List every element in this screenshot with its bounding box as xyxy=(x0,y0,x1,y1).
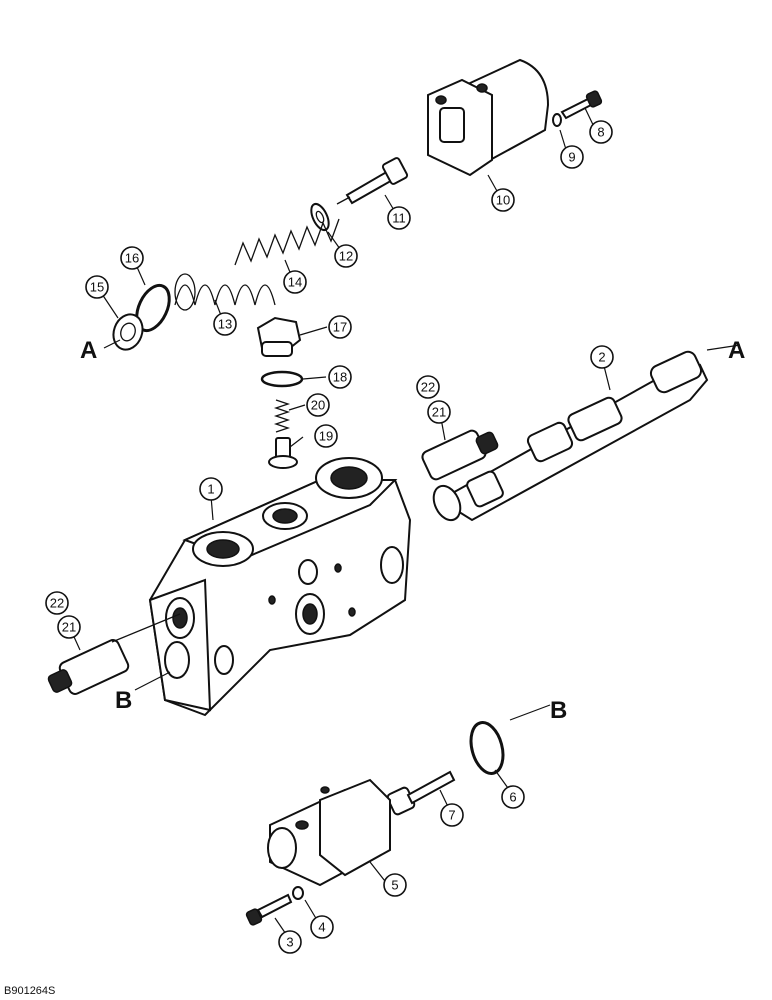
callout-12: 12 xyxy=(334,244,358,268)
callout-9: 9 xyxy=(560,145,584,169)
callout-20: 20 xyxy=(306,393,330,417)
callout-21-lower: 21 xyxy=(57,615,81,639)
svg-text:18: 18 xyxy=(333,370,347,385)
callout-22-lower: 22 xyxy=(45,591,69,615)
lower-cap-screw-part xyxy=(245,893,293,926)
svg-text:4: 4 xyxy=(318,920,325,935)
callout-17: 17 xyxy=(328,315,352,339)
plug-part xyxy=(256,316,302,357)
callout-11: 11 xyxy=(387,206,411,230)
svg-text:2: 2 xyxy=(598,350,605,365)
svg-text:15: 15 xyxy=(90,280,104,295)
svg-text:9: 9 xyxy=(568,150,575,165)
callout-13: 13 xyxy=(213,312,237,336)
callout-10: 10 xyxy=(491,188,515,212)
callout-18: 18 xyxy=(328,365,352,389)
callout-21-upper: 21 xyxy=(427,400,451,424)
inner-spring-part xyxy=(234,218,340,266)
svg-text:3: 3 xyxy=(286,935,293,950)
svg-text:11: 11 xyxy=(392,211,406,226)
svg-text:21: 21 xyxy=(432,405,446,420)
callout-4: 4 xyxy=(310,915,334,939)
relief-valve-part-lower xyxy=(47,613,181,695)
o-ring-part-18 xyxy=(260,370,304,388)
svg-text:21: 21 xyxy=(62,620,76,635)
ref-letter-a-left: A xyxy=(80,337,97,364)
callout-2: 2 xyxy=(590,345,614,369)
small-spring-part xyxy=(273,399,291,433)
ref-letter-b-left: B xyxy=(115,687,132,714)
callout-22-upper: 22 xyxy=(416,375,440,399)
callout-15: 15 xyxy=(85,275,109,299)
cap-screw-part xyxy=(560,90,603,120)
spool-part xyxy=(432,350,709,522)
svg-text:12: 12 xyxy=(339,249,353,264)
pin-part xyxy=(336,157,409,205)
drawing-number: B901264S xyxy=(4,985,55,997)
lower-washer-part xyxy=(292,886,304,900)
svg-text:17: 17 xyxy=(333,320,347,335)
svg-text:19: 19 xyxy=(319,429,333,444)
svg-text:16: 16 xyxy=(125,251,139,266)
svg-text:8: 8 xyxy=(597,125,604,140)
callout-1: 1 xyxy=(199,477,223,501)
callout-8: 8 xyxy=(589,120,613,144)
svg-text:20: 20 xyxy=(311,398,325,413)
svg-text:7: 7 xyxy=(448,808,455,823)
svg-text:1: 1 xyxy=(207,482,214,497)
callout-16: 16 xyxy=(120,246,144,270)
svg-text:5: 5 xyxy=(391,878,398,893)
reference-letters: A A B B xyxy=(80,337,745,724)
ref-letter-b-right: B xyxy=(550,697,567,724)
svg-text:22: 22 xyxy=(50,596,64,611)
valve-section-body-part xyxy=(148,457,412,717)
callout-5: 5 xyxy=(383,873,407,897)
end-cap-housing-part xyxy=(427,58,550,177)
ref-letter-a-right: A xyxy=(728,337,745,364)
spring-seat-washer-part xyxy=(310,202,330,232)
lower-pin-part xyxy=(386,770,456,816)
callout-14: 14 xyxy=(283,270,307,294)
svg-text:14: 14 xyxy=(288,275,302,290)
svg-text:10: 10 xyxy=(496,193,510,208)
callout-7: 7 xyxy=(440,803,464,827)
callout-19: 19 xyxy=(314,424,338,448)
relief-valve-part-upper xyxy=(421,429,499,481)
o-ring-part-6 xyxy=(469,721,505,775)
washer-part xyxy=(552,113,562,127)
svg-text:6: 6 xyxy=(509,790,516,805)
callout-6: 6 xyxy=(501,785,525,809)
seal-part xyxy=(112,313,144,351)
lower-end-cap-housing-part xyxy=(267,778,391,887)
poppet-part xyxy=(268,437,298,469)
svg-text:22: 22 xyxy=(421,380,435,395)
svg-text:13: 13 xyxy=(218,317,232,332)
callout-3: 3 xyxy=(278,930,302,954)
outer-spring-part xyxy=(174,273,276,311)
